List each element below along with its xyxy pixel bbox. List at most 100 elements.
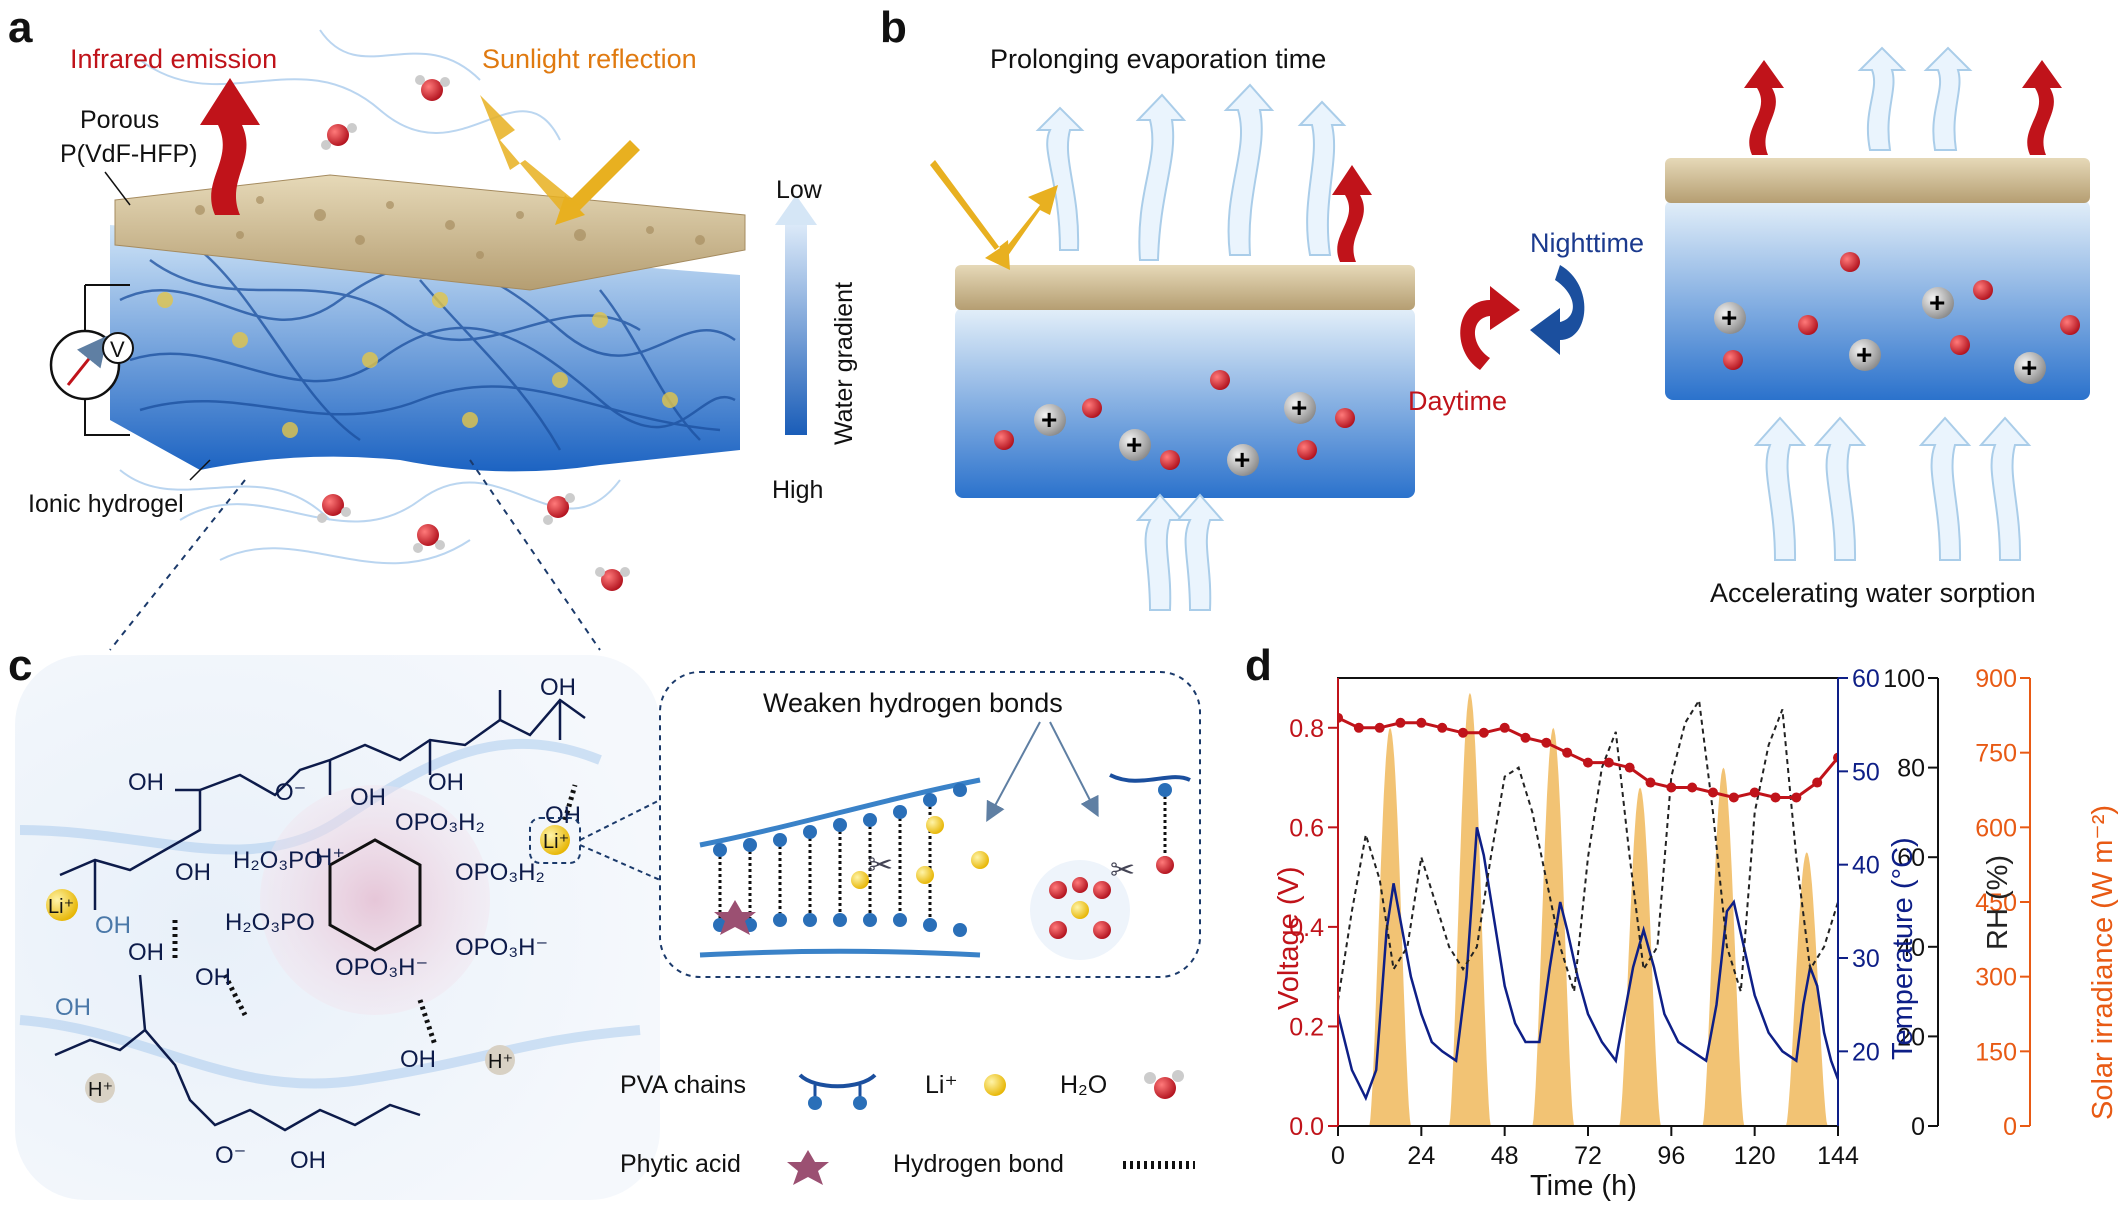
legend-li-glyph [984, 1074, 1006, 1096]
zoom-line-left [109, 479, 246, 651]
sun-arrows-b [930, 160, 1058, 270]
solar-tick-label: 300 [1975, 964, 2017, 992]
gradient-arrowhead [775, 195, 817, 225]
legend-phytic-label: Phytic acid [620, 1150, 741, 1178]
rh-tick-label: 0 [1911, 1113, 1925, 1141]
panel-label-d: d [1245, 641, 1272, 690]
svg-text:Li⁺: Li⁺ [48, 896, 74, 918]
ir-arrow-b-right-2 [2022, 60, 2062, 155]
ionic-hydrogel-label: Ionic hydrogel [28, 490, 184, 518]
svg-text:+: + [1721, 302, 1737, 333]
svg-text:V: V [110, 337, 125, 362]
temperature-tick-label: 30 [1852, 945, 1880, 973]
svg-text:H⁺: H⁺ [88, 1079, 113, 1101]
pva-skeleton [54, 690, 586, 1132]
evap-arrows-left [1035, 83, 1347, 261]
sorption-arrows-left-bottom [1135, 493, 1225, 611]
voltage-point [1624, 762, 1635, 773]
daytime-label: Daytime [1408, 386, 1507, 416]
porous-label-line1: Porous [80, 106, 159, 134]
hydrogel-ladder: ✂ [699, 777, 989, 958]
svg-text:✂: ✂ [1110, 853, 1135, 888]
svg-text:+: + [1929, 287, 1945, 318]
gel-block-left [955, 308, 1415, 498]
o-minus-label-2: O⁻ [215, 1142, 246, 1169]
voltage-point [1645, 777, 1656, 788]
legend-h2o-glyph [1144, 1070, 1184, 1099]
ir-arrow-b-left [1332, 165, 1372, 262]
oh-label-8: OH [128, 939, 164, 966]
voltage-point [1770, 792, 1781, 803]
h-ion-label-1: H⁺ [315, 844, 345, 871]
legend-hbond-label: Hydrogen bond [893, 1150, 1064, 1178]
oh-label-6: OH [175, 859, 211, 886]
weaken-arrow-left [986, 721, 1041, 823]
prolonging-label: Prolonging evaporation time [990, 44, 1326, 74]
voltage-point [1708, 787, 1718, 798]
gradient-high-label: High [772, 476, 823, 504]
rh-tick-label: 20 [1897, 1023, 1925, 1051]
temperature-tick-label: 50 [1852, 758, 1880, 786]
h-ion-c-2: H⁺ [485, 1045, 515, 1075]
water-gradient-bar [785, 225, 807, 435]
porous-film [114, 174, 746, 291]
infrared-emission-label: Infrared emission [70, 44, 277, 74]
gel-block-right [1665, 200, 2090, 400]
opo3h2-label-1: OPO₃H₂ [395, 809, 485, 836]
legend-pva-glyph [798, 1073, 877, 1110]
oh-label-3: OH [350, 784, 386, 811]
porous-label-line2: P(VdF-HFP) [60, 140, 198, 168]
film-pores [195, 196, 705, 259]
porous-leader [104, 171, 131, 206]
opo3h-minus-label-2: OPO₃H⁻ [335, 954, 428, 981]
voltage-point [1353, 722, 1364, 733]
water-b-left [994, 370, 1355, 470]
ions-b-left: + + + + [1034, 392, 1316, 476]
hydration-cluster: ✂ [1030, 773, 1191, 960]
rh-series [1338, 697, 1838, 1001]
evap-arrows-right-top [1857, 46, 1973, 151]
voltage-point [1520, 732, 1531, 743]
legend-phytic-glyph [787, 1150, 829, 1185]
voltage-point [1791, 792, 1802, 803]
rh-tick-label: 40 [1897, 934, 1925, 962]
voltage-tick-label: 0.4 [1289, 914, 1324, 942]
svg-text:+: + [2021, 352, 2037, 383]
voltage-point [1374, 722, 1385, 733]
voltage-point [1541, 737, 1552, 748]
panel-b: Prolonging evaporation time + + + + [930, 44, 2090, 611]
panel-label-b: b [880, 3, 907, 52]
solar-tick-label: 150 [1975, 1038, 2017, 1066]
rh-line-path [1338, 697, 1838, 1001]
weaken-arrow-right [1049, 721, 1099, 818]
svg-text:✂: ✂ [868, 848, 893, 883]
voltage-point [1395, 717, 1406, 728]
svg-text:Li⁺: Li⁺ [543, 831, 569, 853]
rh-tick-label: 80 [1897, 755, 1925, 783]
voltmeter: V [49, 284, 134, 436]
voltage-tick-label: 0.2 [1289, 1013, 1324, 1041]
zoom-line-right [469, 459, 601, 651]
oh-label-4: OH [428, 769, 464, 796]
legend-li-label: Li⁺ [925, 1071, 958, 1099]
panel-label-a: a [8, 3, 33, 52]
nighttime-label: Nighttime [1530, 228, 1644, 258]
rh-axis-label: RH (%) [1982, 855, 2014, 950]
temperature-tick-label: 60 [1852, 665, 1880, 693]
voltage-point [1603, 757, 1614, 768]
svg-text:+: + [1126, 429, 1142, 460]
solar-tick-label: 450 [1975, 889, 2017, 917]
panel-a: Infrared emission Sunlight reflection Po… [28, 29, 858, 651]
oh-label-10: OH [55, 994, 91, 1021]
ir-arrow-b-right-1 [1744, 60, 1784, 155]
weaken-label: Weaken hydrogen bonds [763, 688, 1063, 718]
solar-peak-3 [1532, 727, 1575, 1126]
oh-label-11: OH [400, 1046, 436, 1073]
voltage-point [1562, 747, 1573, 758]
voltage-series [1338, 712, 1838, 803]
h-ion-c-1: H⁺ [85, 1073, 115, 1103]
svg-text:+: + [1041, 404, 1057, 435]
solar-peak-4 [1619, 787, 1661, 1126]
svg-text:+: + [1856, 339, 1872, 370]
